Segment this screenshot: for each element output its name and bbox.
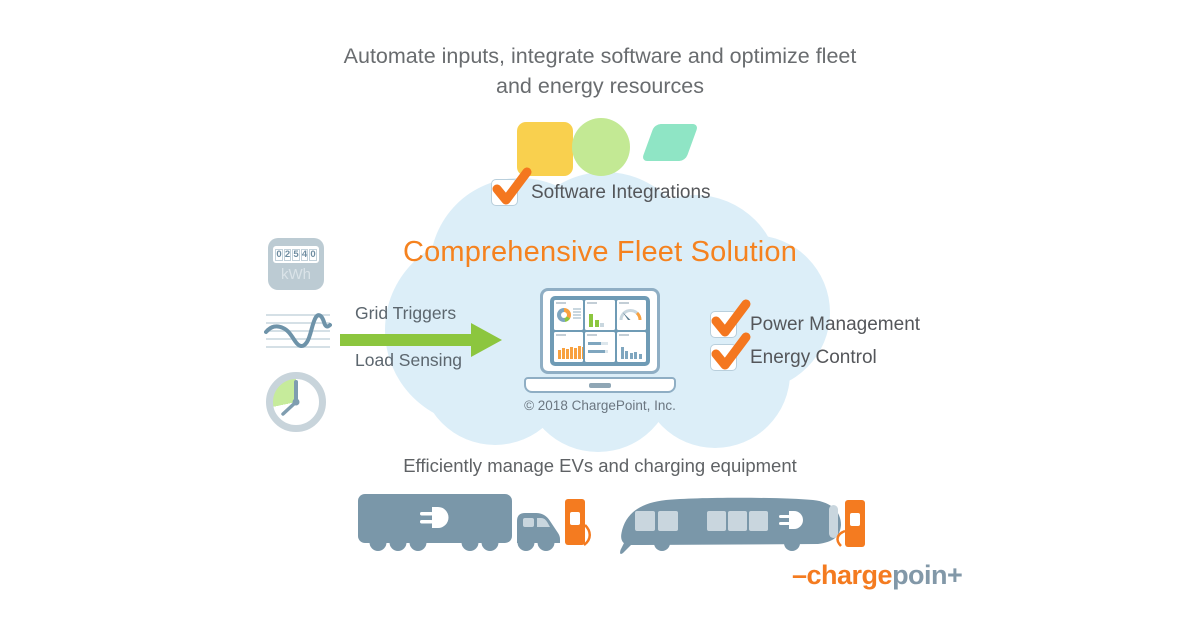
meter-unit-label: kWh bbox=[281, 266, 311, 283]
bus-window bbox=[658, 511, 678, 531]
bus-windshield bbox=[829, 505, 838, 538]
ev-plug-icon bbox=[420, 507, 449, 528]
dashboard-card-green-bars bbox=[585, 300, 615, 330]
software-integrations-item: Software Integrations bbox=[491, 167, 711, 206]
page-title-line2: and energy resources bbox=[496, 74, 704, 98]
bus-window bbox=[728, 511, 747, 531]
progress-track bbox=[588, 342, 609, 345]
cab-window bbox=[523, 518, 534, 527]
dashboard-card-blue-bars bbox=[616, 332, 646, 362]
meter-digit: 0 bbox=[275, 248, 283, 261]
green-arrow-head bbox=[471, 323, 502, 357]
logo-charge-part: –charge bbox=[792, 560, 893, 590]
energy-control-label: Energy Control bbox=[750, 346, 877, 368]
dashboard-card-orange-bars bbox=[554, 332, 584, 362]
gauge-chart bbox=[619, 309, 642, 321]
electric-bus-illustration bbox=[618, 487, 868, 564]
laptop-notch bbox=[589, 383, 611, 388]
page-title-line1: Automate inputs, integrate software and … bbox=[343, 44, 857, 68]
checkmark-icon bbox=[711, 332, 751, 370]
logo-plus-part: + bbox=[947, 560, 963, 590]
truck-cab bbox=[517, 513, 560, 543]
dashboard-card-progress bbox=[585, 332, 615, 362]
ev-plug-icon bbox=[779, 511, 803, 529]
bus-window bbox=[707, 511, 726, 531]
clock-hands bbox=[281, 380, 300, 416]
green-circle-shape bbox=[572, 118, 630, 176]
dashboard-card-donut bbox=[554, 300, 584, 330]
progress-fill bbox=[588, 350, 606, 353]
truck-svg bbox=[358, 494, 591, 551]
checkbox bbox=[710, 299, 751, 338]
copyright-text: © 2018 ChargePoint, Inc. bbox=[524, 398, 676, 413]
power-management-label: Power Management bbox=[750, 313, 921, 335]
energy-control-item: Energy Control bbox=[710, 332, 877, 371]
teal-parallelogram-shape bbox=[641, 124, 699, 161]
software-integrations-label: Software Integrations bbox=[531, 181, 711, 203]
yellow-square-shape bbox=[517, 122, 573, 176]
orange-bar-chart bbox=[558, 346, 584, 359]
bus-window bbox=[635, 511, 655, 531]
meter-digit: 2 bbox=[283, 248, 292, 261]
energy-meter-icon: 0 2 5 4 0 kWh bbox=[268, 238, 324, 290]
checkmark-icon bbox=[492, 167, 532, 205]
bus-svg bbox=[620, 497, 865, 554]
dashboard-screen bbox=[550, 296, 650, 366]
bus-window bbox=[749, 511, 768, 531]
bus-rear-flap bbox=[620, 543, 632, 554]
waveform-svg bbox=[264, 313, 332, 348]
meter-display: 0 2 5 4 0 bbox=[273, 246, 319, 263]
fleet-solution-heading: Comprehensive Fleet Solution bbox=[402, 236, 798, 268]
meter-digit: 4 bbox=[300, 248, 309, 261]
station-screen bbox=[850, 513, 860, 526]
laptop-base bbox=[524, 377, 676, 393]
green-arrow-shaft bbox=[340, 334, 472, 346]
grid-triggers-label: Grid Triggers bbox=[355, 303, 457, 323]
checkbox bbox=[710, 332, 751, 371]
checkbox bbox=[491, 167, 532, 206]
station-screen bbox=[570, 512, 580, 525]
clock-icon bbox=[266, 372, 326, 432]
page-title: Automate inputs, integrate software and … bbox=[0, 41, 1200, 101]
electric-truck-illustration bbox=[354, 487, 594, 564]
power-management-item: Power Management bbox=[710, 299, 921, 338]
donut-legend bbox=[573, 308, 582, 319]
bottom-caption: Efficiently manage EVs and charging equi… bbox=[403, 455, 797, 476]
charging-cable bbox=[836, 529, 846, 547]
meter-digit: 0 bbox=[309, 248, 317, 261]
chargepoint-logo: –chargepoin+ bbox=[792, 560, 963, 591]
load-sensing-label: Load Sensing bbox=[355, 350, 463, 370]
meter-digit: 5 bbox=[292, 248, 300, 261]
green-bar-chart bbox=[589, 314, 605, 327]
donut-chart bbox=[557, 308, 571, 322]
progress-fill bbox=[588, 342, 602, 345]
blue-bar-chart bbox=[620, 347, 642, 359]
logo-poin-part: poin bbox=[892, 560, 948, 590]
load-waveform-icon bbox=[264, 310, 332, 359]
checkmark-icon bbox=[711, 299, 751, 337]
progress-track bbox=[588, 350, 609, 353]
cab-windshield bbox=[537, 518, 550, 527]
dashboard-card-gauge bbox=[616, 300, 646, 330]
charging-cable bbox=[583, 524, 591, 546]
